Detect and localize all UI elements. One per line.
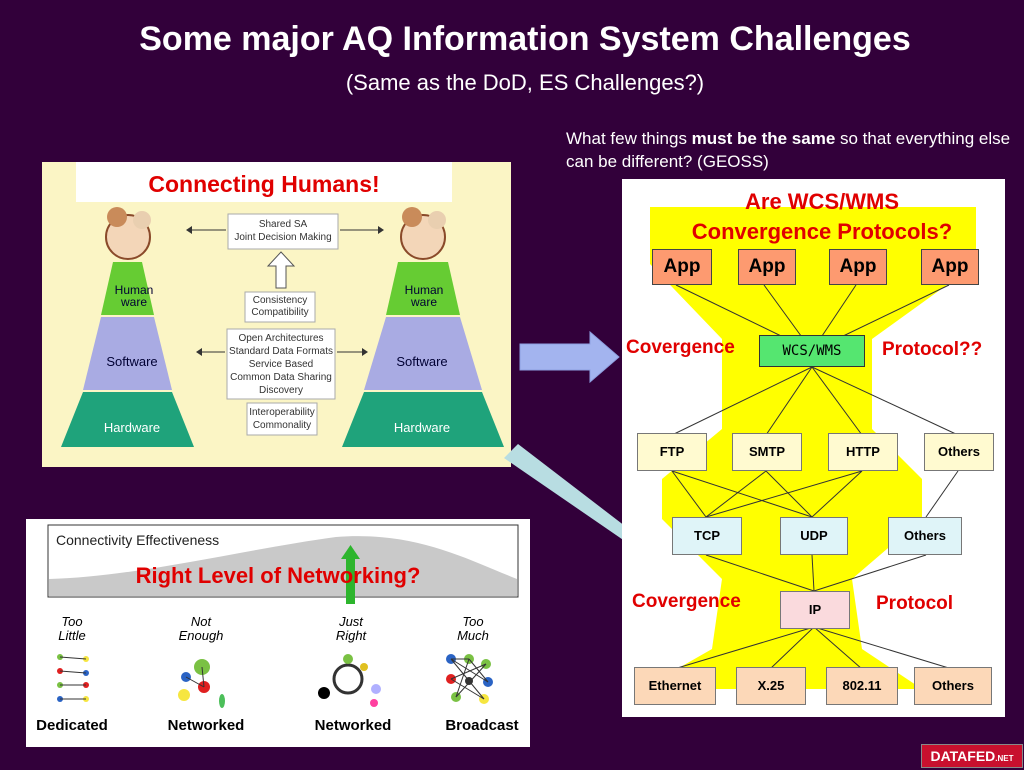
humanware-layer-right [386,262,460,315]
kind-networked: Networked [314,717,392,734]
protocol-label-lower: Protocol [876,593,954,614]
center-text: Common Data Sharing [230,372,332,383]
effectiveness-curve [49,536,517,596]
geoss-prefix: What few things [566,129,692,148]
geoss-bold: must be the same [691,129,836,148]
logo-suffix: .NET [995,754,1014,763]
networked-too-few-icon [178,659,225,708]
kind-broadcast: Broadcast [445,717,519,734]
protocol-heading: Are WCS/WMS Convergence Protocols? [622,187,1022,247]
kind-networked: Networked [167,717,245,734]
networking-panel: Connectivity Effectiveness Right Level o… [26,519,530,747]
geoss-question: What few things must be the same so that… [566,127,1016,173]
dedicated-network-icon [57,654,89,702]
geoss-suffix: so that everything else can be different… [566,129,1011,171]
app-protocol-box: SMTP [732,433,802,471]
software-layer-right [364,317,482,390]
shared-sa-box: Shared SA Joint Decision Making [228,218,338,244]
level-too-little: Too Little [58,614,86,643]
connectivity-chart [47,524,519,708]
level-too-much: Too Much [457,614,489,643]
hardware-label-right: Hardware [393,420,451,435]
hourglass-shape [642,207,976,689]
center-text: Service Based [248,359,314,370]
slide-subtitle: (Same as the DoD, ES Challenges?) [345,70,705,95]
right-arrow-icon [519,330,620,384]
networking-question: Right Level of Networking? [135,563,421,588]
app-protocol-box: HTTP [828,433,898,471]
link-layer-box: Others [914,667,992,705]
center-text: Discovery [259,385,303,396]
connecting-humans-label: Connecting Humans! [76,162,452,202]
connecting-humans-panel: Human ware Software Hardware Human ware … [42,162,511,467]
humanware-label-left: Human ware [114,283,154,309]
software-label-right: Software [396,354,448,369]
app-protocol-box: Others [924,433,994,471]
protocol-heading-line1: Are WCS/WMS [745,189,899,214]
consistency-box: Consistency Compatibility [245,295,315,319]
protocol-panel: Are WCS/WMS Convergence Protocols? App A… [622,179,1005,717]
transport-box: TCP [672,517,742,555]
hourglass-diagram [642,207,976,689]
app-box: App [829,249,887,285]
people-icon-right [400,207,446,260]
people-icon-left [105,207,151,260]
up-arrow-icon [341,545,360,559]
pyramid-diagram [61,207,504,447]
protocol-heading-line2: Convergence Protocols? [691,219,953,244]
center-text: Joint Decision Making [234,232,332,243]
humanware-label-right: Human ware [404,283,444,309]
transport-box: UDP [780,517,848,555]
kind-dedicated: Dedicated [36,717,108,734]
networked-ring-icon [318,654,381,707]
app-protocol-box: FTP [637,433,707,471]
wcs-wms-box: WCS/WMS [759,335,865,367]
software-label-left: Software [106,354,158,369]
center-text: Commonality [252,420,312,431]
center-text: Standard Data Formats [229,346,333,357]
interoperability-box: Interoperability Commonality [247,406,317,432]
app-box: App [921,249,979,285]
chart-title: Connectivity Effectiveness [56,532,220,548]
transport-box: Others [888,517,962,555]
humanware-layer-left [101,262,154,315]
app-box: App [738,249,796,285]
broadcast-icon [446,654,493,704]
hardware-label-left: Hardware [103,420,161,435]
center-text: Compatibility [251,307,309,318]
hardware-layer-right [342,392,504,447]
app-box: App [652,249,712,285]
software-layer-left [83,317,172,390]
center-text: Open Architectures [238,333,324,344]
convergence-label-upper: Covergence [626,337,735,358]
ip-box: IP [780,591,850,629]
link-layer-box: 802.11 [826,667,898,705]
center-text: Interoperability [249,407,315,418]
center-text: Shared SA [258,219,308,230]
link-layer-box: Ethernet [634,667,716,705]
link-layer-box: X.25 [736,667,806,705]
convergence-label-lower: Covergence [632,591,741,612]
protocol-label-upper: Protocol?? [882,339,983,360]
logo-main: DATAFED [930,748,996,764]
datafed-logo: DATAFED.NET [921,744,1023,768]
center-text: Consistency [252,295,308,306]
architecture-box: Open Architectures Standard Data Formats… [224,332,338,397]
slide-title: Some major AQ Information System Challen… [139,20,911,58]
hardware-layer-left [61,392,194,447]
level-not-enough: Not Enough [178,614,224,643]
level-just-right: Just Right [335,614,367,643]
